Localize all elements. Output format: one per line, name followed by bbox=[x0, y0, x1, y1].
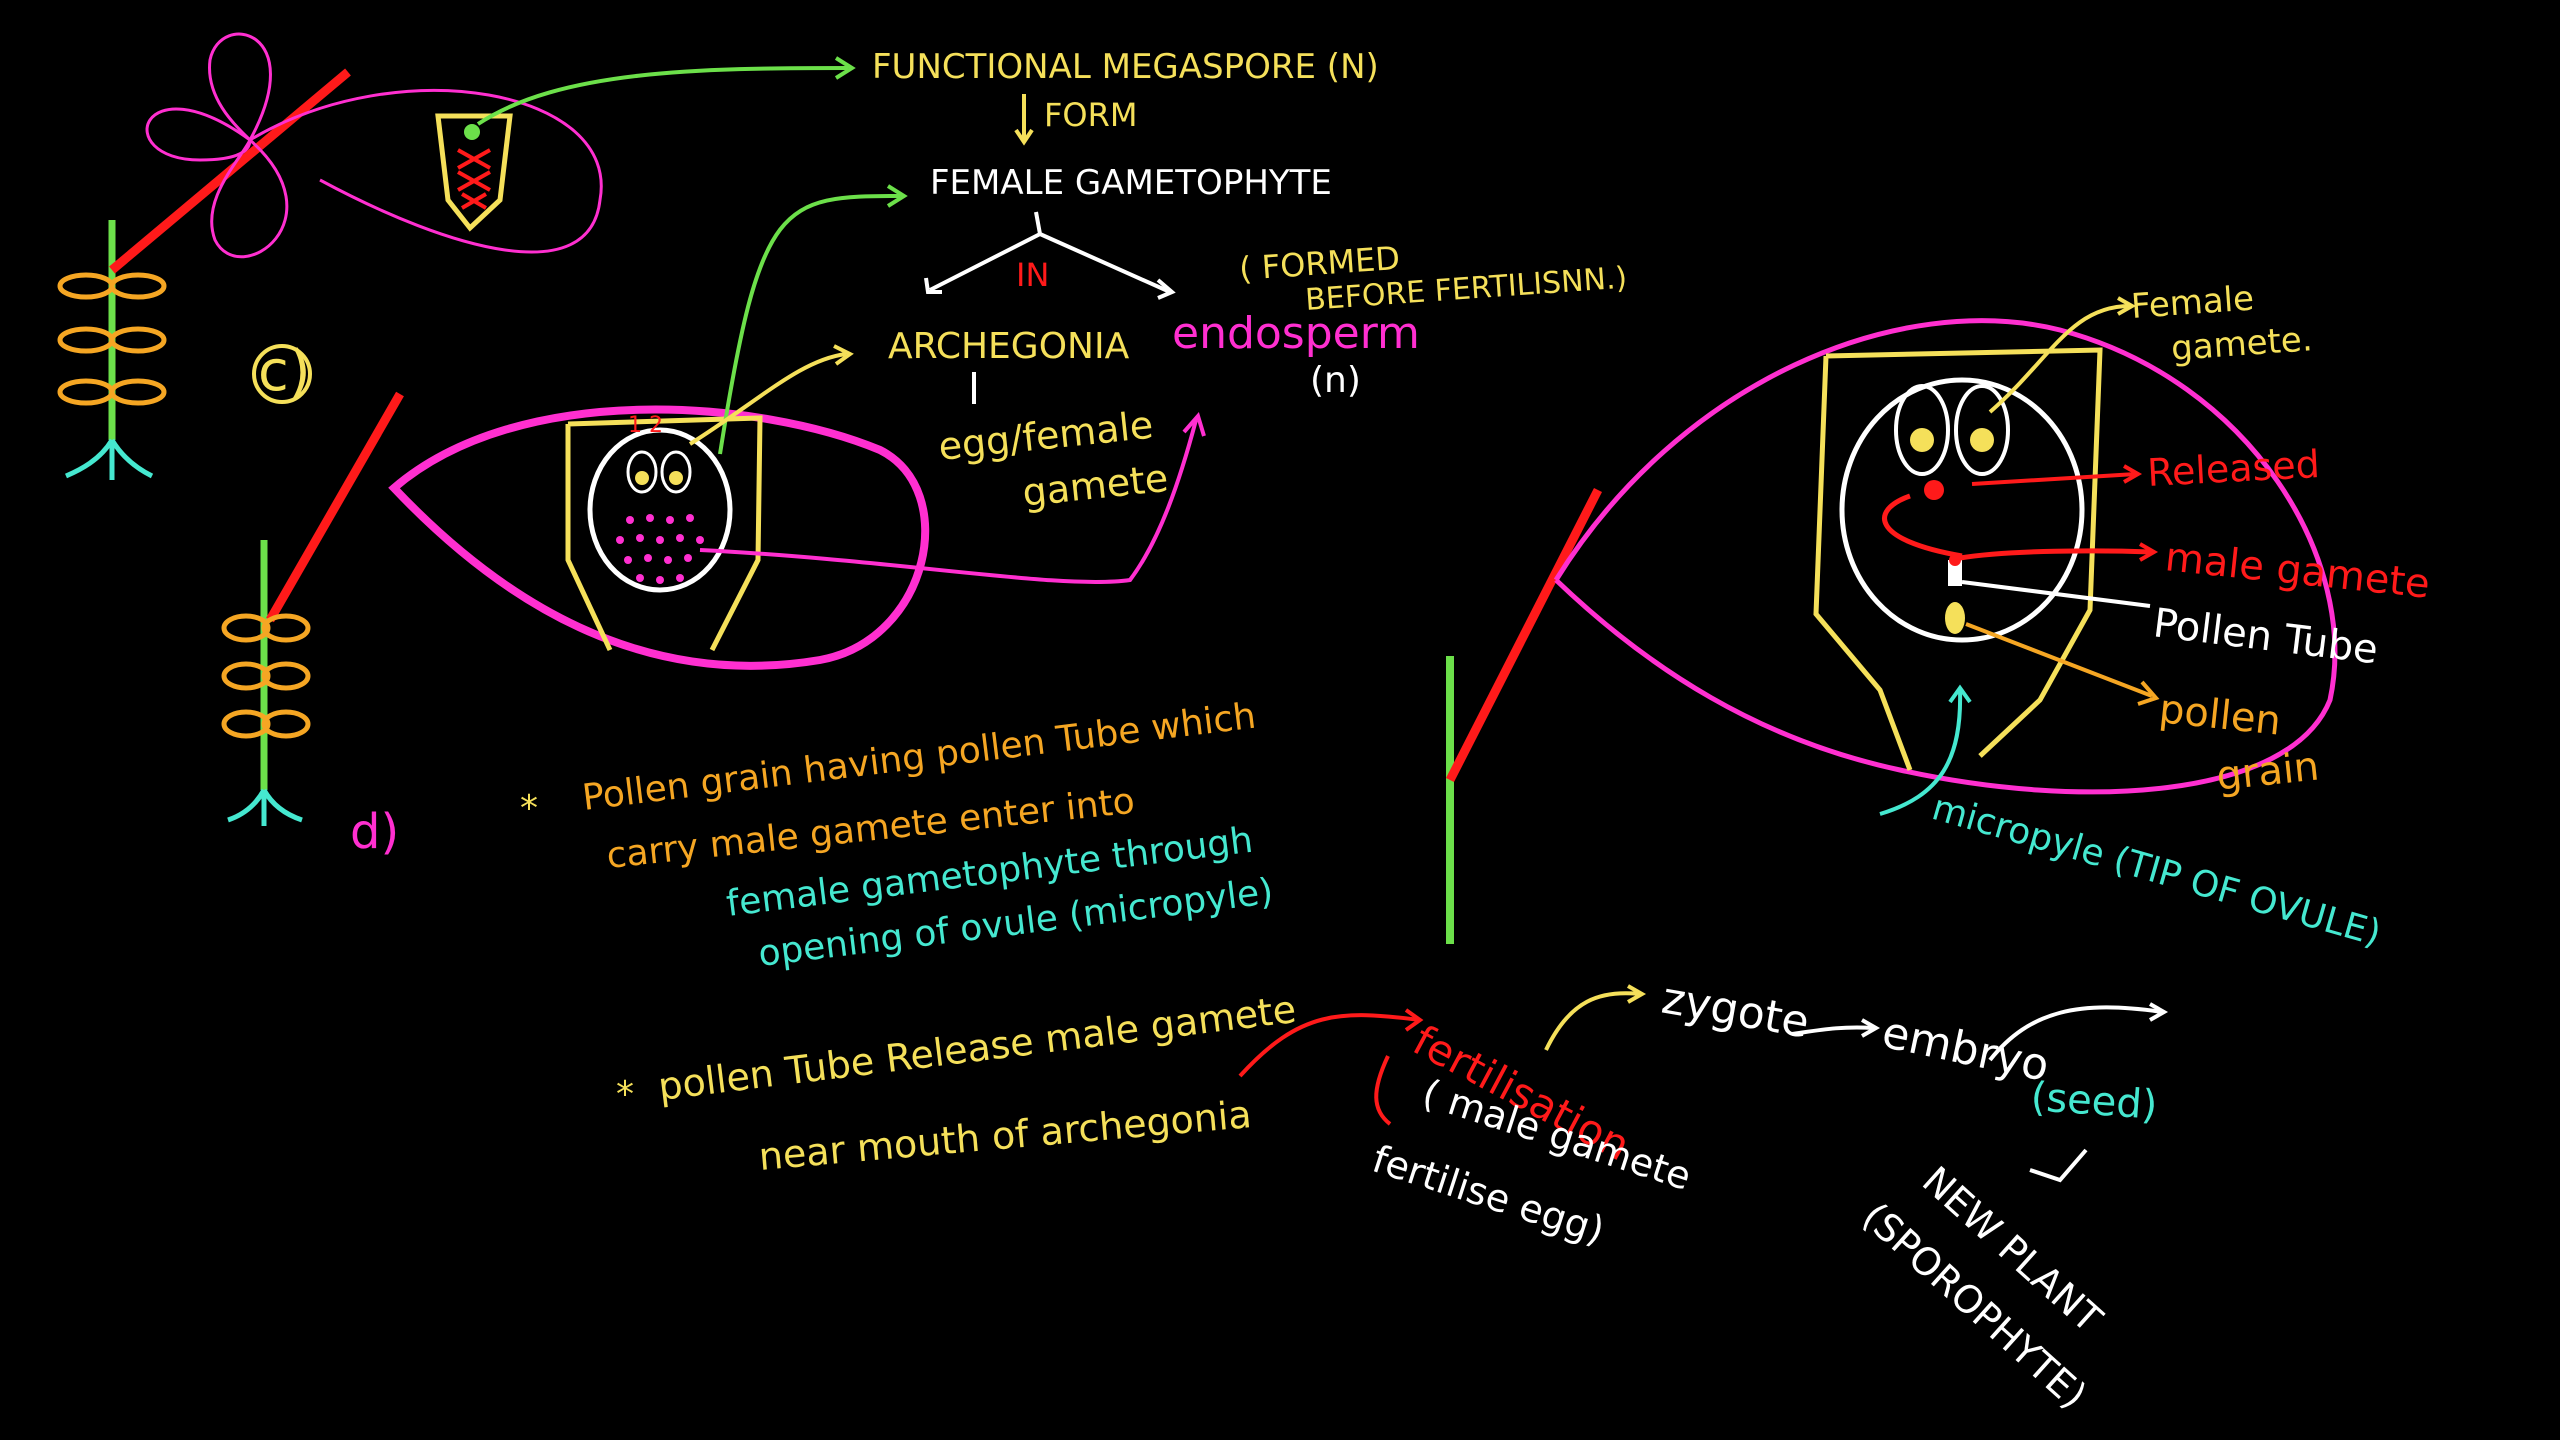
archegonium-left-2 bbox=[1894, 384, 1950, 476]
pollen-tube-label: Pollen Tube bbox=[2151, 600, 2381, 673]
seed-label: (seed) bbox=[2029, 1074, 2159, 1129]
label-c-circle bbox=[252, 344, 312, 404]
plant-roots-2 bbox=[227, 788, 303, 826]
arrow-to-endosperm bbox=[699, 419, 1198, 585]
split-arrow-head-left bbox=[924, 277, 942, 294]
cone-axis-3 bbox=[1445, 487, 1603, 783]
arrow-after-embryo bbox=[1988, 1005, 2163, 1062]
male-gamete-label: male gamete bbox=[2163, 534, 2432, 608]
released-path bbox=[1882, 493, 1963, 559]
arrow-pollen-tube bbox=[1961, 580, 2151, 608]
arrow-male-gamete bbox=[1959, 548, 2153, 561]
note2-line2: near mouth of archegonia bbox=[757, 1092, 1253, 1179]
ovule-integument-2 bbox=[1813, 347, 2103, 771]
ovule-integument bbox=[565, 415, 763, 652]
archegonia-label: ARCHEGONIA bbox=[888, 326, 1130, 367]
arrow-head-zygote bbox=[1627, 984, 1647, 1004]
egg-right bbox=[669, 471, 683, 485]
arrow-head-megaspore bbox=[834, 56, 856, 80]
arrow-head-micropyle bbox=[1948, 684, 1972, 704]
form-label: FORM bbox=[1044, 96, 1137, 134]
cone-axis-2 bbox=[266, 391, 404, 623]
ovule-outline-large bbox=[388, 405, 930, 670]
arrow-head-fertilisation bbox=[1404, 1008, 1424, 1032]
petal-loop-left bbox=[145, 107, 252, 162]
arrow-to-gametophyte bbox=[718, 194, 901, 455]
petal-loop-bottom bbox=[210, 137, 289, 259]
arrow-to-new-plant bbox=[2029, 1148, 2088, 1183]
embryo-label: embryo bbox=[1878, 1007, 2054, 1092]
archegonium-right-2 bbox=[1954, 384, 2010, 476]
released-label: Released bbox=[2146, 442, 2321, 495]
functional-megaspore-label: FUNCTIONAL MEGASPORE (N) bbox=[872, 47, 1379, 87]
female-gamete-line1: Female bbox=[2130, 278, 2255, 326]
arrow-head-after-embryo bbox=[2149, 1002, 2169, 1022]
female-gamete-line2: gamete. bbox=[2170, 319, 2314, 369]
micropyle-label: micropyle (TIP OF OVULE) bbox=[1928, 787, 2386, 954]
arrow-head-released bbox=[2123, 464, 2143, 484]
pollen-grain-line2: grain bbox=[2214, 743, 2321, 799]
ovule-small bbox=[435, 113, 513, 232]
functional-megaspore-dot bbox=[464, 124, 480, 140]
ovule-numbers: 1 2 bbox=[628, 413, 663, 438]
zoom-loop bbox=[249, 88, 603, 254]
female-gametophyte-circle-2 bbox=[1839, 377, 2085, 643]
arrow-to-fertilisation bbox=[1238, 1013, 1421, 1078]
egg-left bbox=[635, 471, 649, 485]
plant-leaves bbox=[57, 272, 167, 406]
endosperm-label: endosperm bbox=[1172, 308, 1420, 359]
female-gametophyte-circle bbox=[587, 427, 733, 593]
plant-d: 1 2 d) bbox=[221, 391, 930, 860]
arrow-released bbox=[1971, 472, 2137, 486]
arrow-to-zygote bbox=[1544, 991, 1641, 1051]
archegonium-right bbox=[660, 450, 692, 494]
arrow-micropyle bbox=[1879, 689, 1963, 816]
note2-line1: pollen Tube Release male gamete bbox=[656, 987, 1299, 1109]
zygote-label: zygote bbox=[1658, 973, 1813, 1049]
egg-right-2 bbox=[1970, 428, 1994, 452]
arrow-head-endosperm bbox=[1182, 411, 1206, 437]
arrow-megaspore bbox=[476, 66, 849, 126]
pollen-tube bbox=[1948, 560, 1962, 586]
arrow-female-gamete bbox=[1988, 304, 2131, 414]
arrow-head-female-gamete bbox=[2117, 296, 2137, 316]
male-gamete-dot bbox=[1949, 554, 1961, 566]
fertilisation-bracket bbox=[1374, 1055, 1392, 1126]
degenerating-megaspores bbox=[457, 148, 491, 210]
arrow-head-embryo bbox=[1861, 1018, 1881, 1038]
endosperm-n-label: (n) bbox=[1310, 360, 1361, 401]
arrow-to-archegonia bbox=[688, 352, 847, 446]
egg-left-2 bbox=[1910, 428, 1934, 452]
form-arrow-head bbox=[1014, 128, 1034, 146]
pollen-grain-line1: pollen bbox=[2157, 686, 2283, 745]
bullet-2: * bbox=[616, 1074, 634, 1115]
petal-loop-top bbox=[208, 32, 272, 143]
arrow-head-archegonia bbox=[833, 344, 854, 366]
female-gametophyte-label: FEMALE GAMETOPHYTE bbox=[930, 163, 1332, 203]
zoom-outline bbox=[1553, 318, 2338, 795]
pollen-grain bbox=[1945, 602, 1965, 634]
note1-line1: Pollen grain having pollen Tube which bbox=[580, 696, 1258, 819]
plant-roots bbox=[65, 438, 154, 480]
in-label: IN bbox=[1016, 256, 1049, 294]
arrow-head-gametophyte bbox=[886, 184, 908, 208]
plant-c: c) bbox=[57, 32, 603, 480]
arrow-head-male-gamete bbox=[2139, 542, 2159, 562]
endosperm-dots bbox=[616, 514, 704, 584]
egg-line1: egg/female bbox=[936, 403, 1155, 469]
archegonium-left bbox=[626, 450, 658, 494]
arrow-to-embryo bbox=[1791, 1025, 1875, 1036]
plant-leaves-2 bbox=[221, 613, 311, 739]
arrow-head-pollen-grain bbox=[2137, 680, 2160, 706]
label-d: d) bbox=[350, 804, 399, 860]
released-male-gamete-dot bbox=[1924, 480, 1944, 500]
arrow-pollen-grain bbox=[1965, 622, 2153, 698]
split-arrow-head-right bbox=[1156, 278, 1176, 300]
egg-line2: gamete bbox=[1020, 456, 1170, 515]
gametophyte-split-arrows bbox=[929, 211, 1171, 294]
bullet-1: * bbox=[520, 788, 538, 829]
right-diagram bbox=[1445, 318, 2338, 944]
